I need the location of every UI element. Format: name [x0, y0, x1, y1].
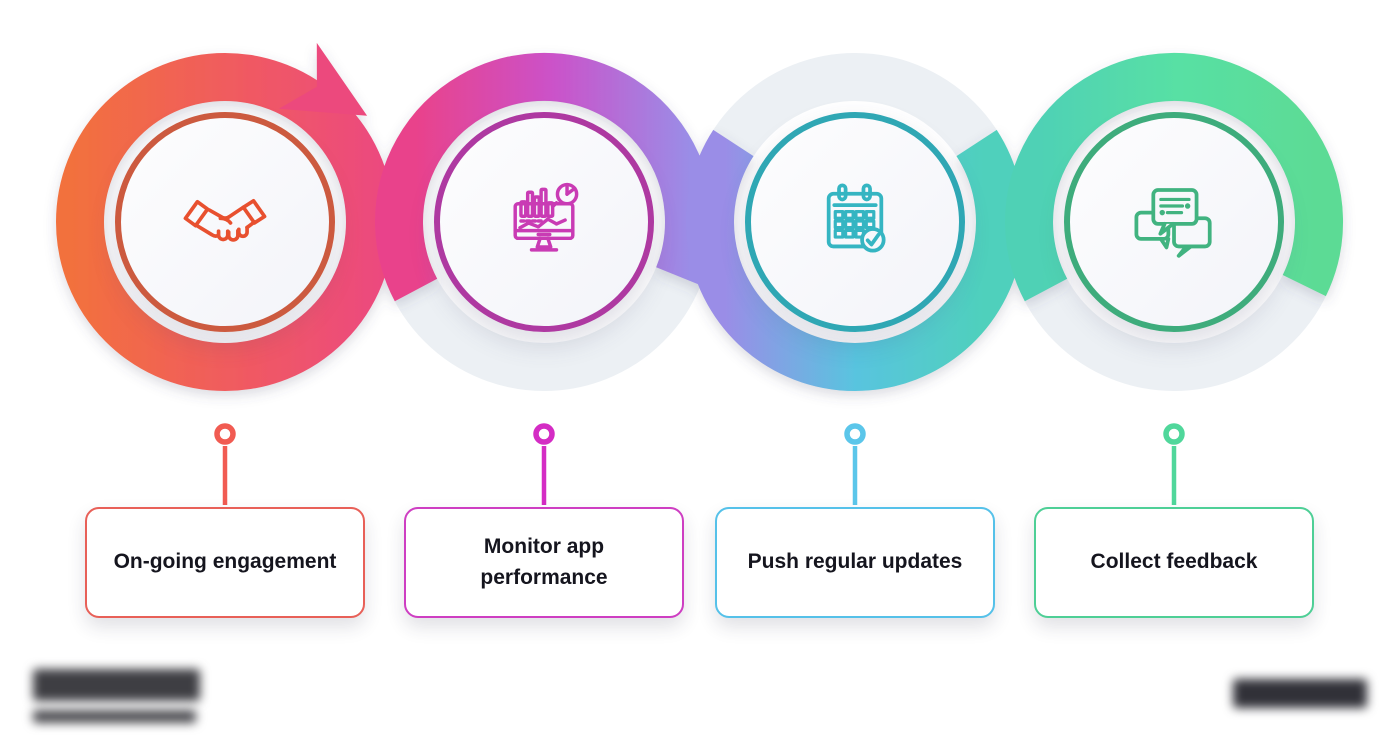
step-label-3: Push regular updates — [747, 550, 963, 574]
ribbon-arrowhead-icon — [278, 42, 368, 116]
connector-pin-step2 — [533, 423, 555, 505]
connector-pins — [214, 423, 1185, 505]
step-card-1: On-going engagement — [85, 507, 365, 618]
step-card-4: Collect feedback — [1034, 507, 1314, 618]
blurred-watermark — [1233, 679, 1367, 708]
step-card-2: Monitor app performance — [404, 507, 684, 618]
step-circle-1 — [115, 112, 335, 332]
handshake-icon — [183, 199, 267, 242]
ribbon-arc-step2 — [375, 52, 713, 302]
connector-pin-step1 — [214, 423, 236, 505]
step-label-1: On-going engagement — [113, 550, 337, 574]
calendar-check-icon — [826, 183, 886, 253]
step-label-2: Monitor app performance — [480, 535, 608, 589]
step-circle-4 — [1064, 112, 1284, 332]
chat-bubbles-icon — [1134, 188, 1212, 258]
step-circle-2 — [434, 112, 654, 332]
monitor-analytics-icon — [513, 182, 579, 252]
step-label-4: Collect feedback — [1090, 550, 1258, 574]
connector-pin-step4 — [1163, 423, 1185, 505]
connector-pin-step3 — [844, 423, 866, 505]
blurred-logo-tagline — [33, 710, 196, 723]
step-card-3: Push regular updates — [715, 507, 995, 618]
ribbon-arc-step4 — [1005, 52, 1343, 302]
ribbon-loop-step1 — [56, 53, 394, 391]
step-circle-3 — [745, 112, 965, 332]
ribbon-arc-step3 — [686, 129, 1024, 391]
blurred-logo — [33, 669, 200, 701]
